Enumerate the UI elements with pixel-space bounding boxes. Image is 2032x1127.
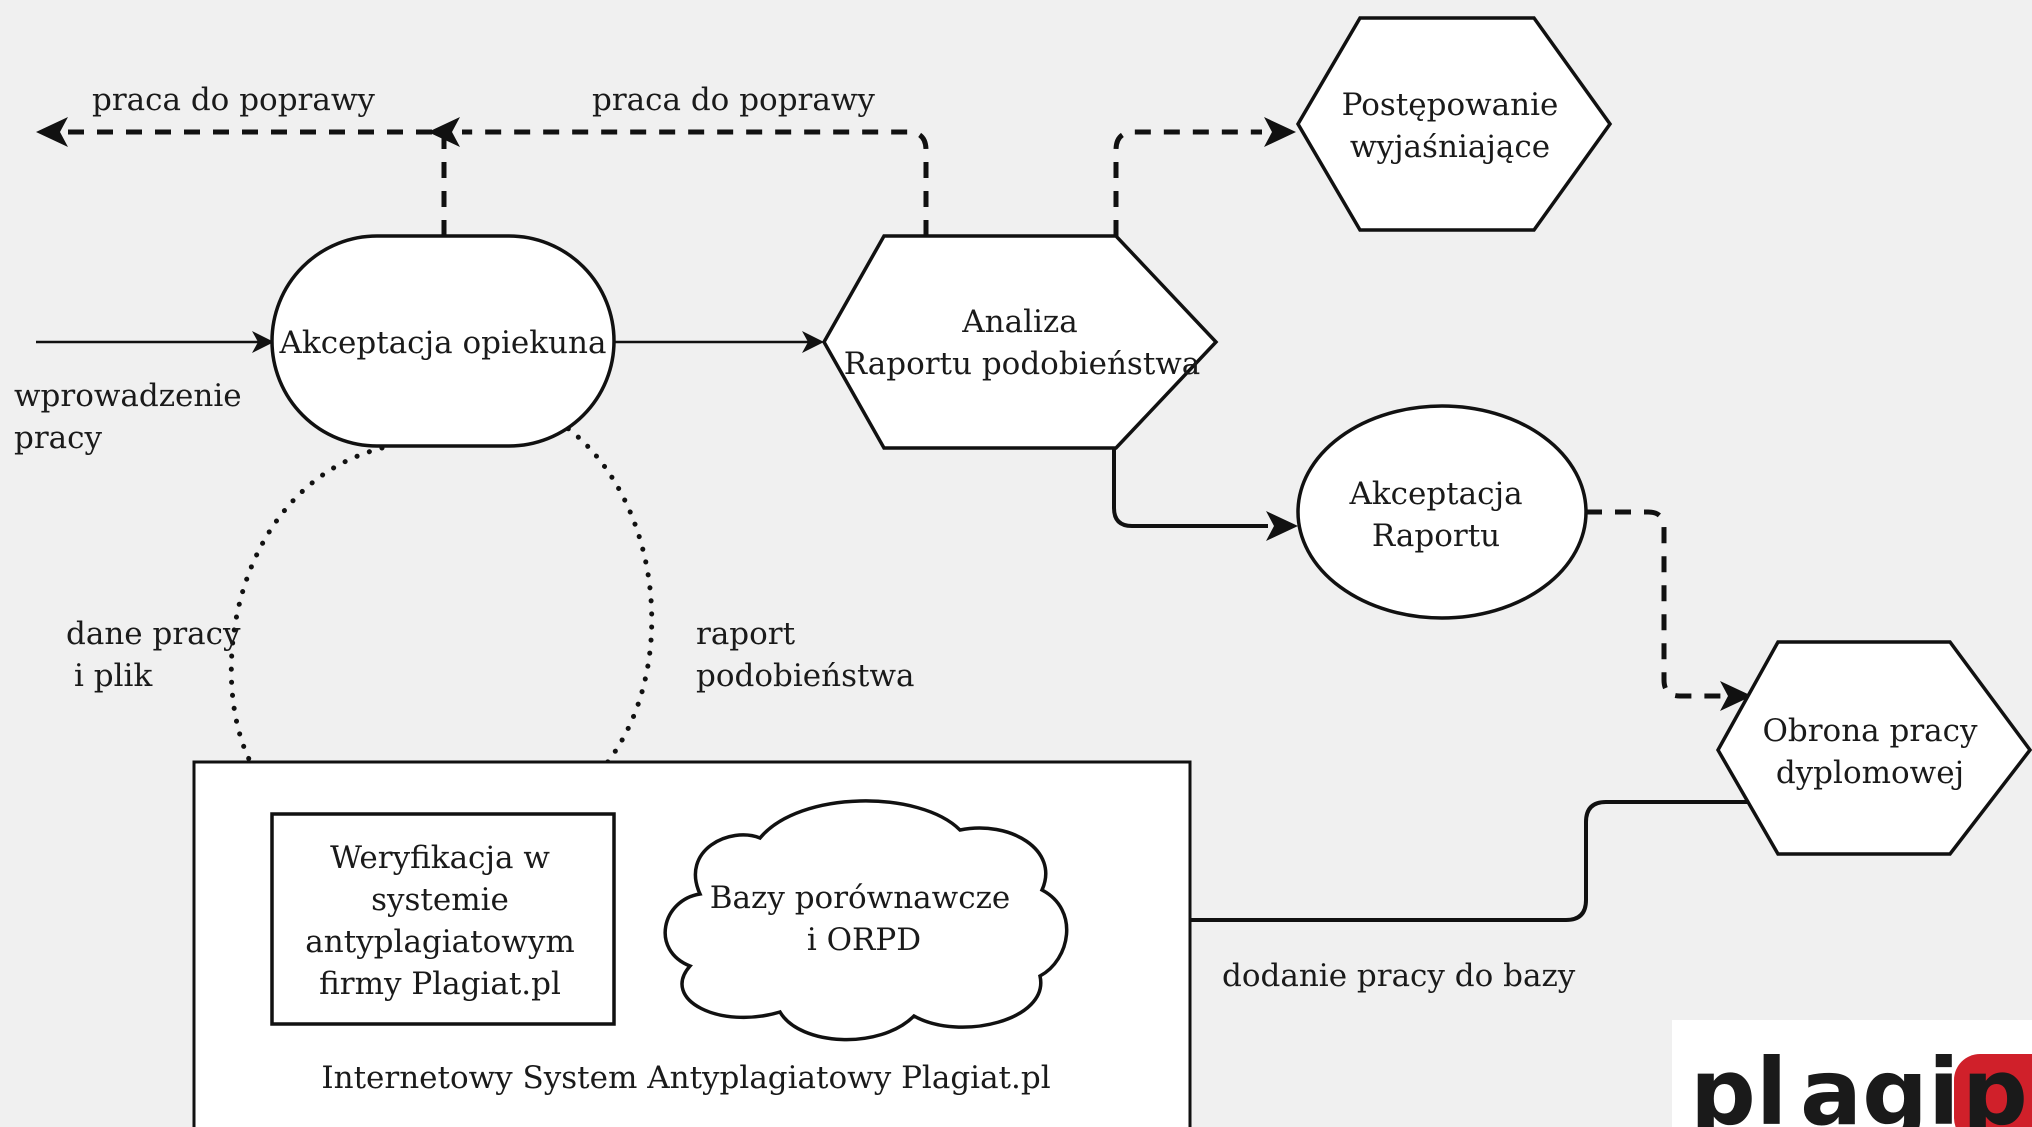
label-raport-2: podobieństwa [696, 658, 914, 694]
arrowhead-wprowadzenie [252, 331, 274, 353]
node-akceptacja-opiekuna-label: Akceptacja opiekuna [279, 325, 607, 361]
plagiat-logo: pl agiat pl [1672, 1020, 2032, 1127]
connector-analiza-postepowanie [1113, 129, 1262, 236]
connector-obrona-bazy [1064, 800, 1754, 922]
logo-badge-text: pl [1962, 1039, 2032, 1127]
node-analiza [821, 234, 1219, 450]
node-weryfikacja [270, 812, 616, 1026]
label-praca-do-poprawy-left: praca do poprawy [92, 82, 375, 118]
connector-analiza-akceptacja [1112, 446, 1268, 528]
arrowhead-opiekun-analiza [802, 331, 824, 353]
label-dodanie: dodanie pracy do bazy [1222, 958, 1576, 994]
label-raport-1: raport [696, 616, 796, 652]
logo-text-pl: pl [1690, 1039, 1787, 1127]
node-weryfikacja-label-1: Weryfikacja w [330, 840, 550, 876]
node-weryfikacja-label-4: firmy Plagiat.pl [319, 966, 561, 1002]
arrowhead-opiekun-poprawa [36, 117, 68, 147]
node-obrona [1715, 640, 2032, 856]
connector-analiza-poprawa [462, 129, 929, 236]
arrowhead-analiza-akceptacja [1266, 511, 1298, 541]
system-container-label: Internetowy System Antyplagiatowy Plagia… [321, 1060, 1050, 1096]
arrowhead-akceptacja-obrona [1720, 681, 1752, 711]
logo-badge [1954, 1054, 2032, 1127]
node-akceptacja-opiekuna [270, 234, 616, 448]
node-akceptacja-raportu-label-1: Akceptacja [1348, 476, 1522, 512]
node-akceptacja-raportu [1296, 404, 1588, 620]
label-praca-do-poprawy-right: praca do poprawy [592, 82, 875, 118]
node-bazy [663, 799, 1069, 1042]
node-obrona-label-1: Obrona pracy [1762, 713, 1978, 749]
node-weryfikacja-label-3: antyplagiatowym [305, 924, 574, 960]
connector-raport [545, 417, 655, 815]
label-wprowadzenie-1: wprowadzenie [14, 378, 242, 414]
node-postepowanie-label-2: wyjaśniające [1350, 129, 1550, 165]
label-dane-pracy-1: dane pracy [66, 616, 241, 652]
arrowhead-analiza-poprawa [428, 117, 460, 147]
connector-akceptacja-obrona [1586, 509, 1722, 699]
node-bazy-label-2: i ORPD [807, 922, 921, 958]
node-postepowanie [1295, 16, 1613, 232]
arrowhead-analiza-postepowanie [1264, 117, 1296, 147]
node-weryfikacja-label-2: systemie [371, 882, 509, 918]
connector-dane-pracy [228, 445, 385, 815]
connector-opiekun-poprawa [68, 129, 447, 236]
node-akceptacja-raportu-label-2: Raportu [1372, 518, 1500, 554]
node-postepowanie-label-1: Postępowanie [1342, 87, 1559, 123]
label-wprowadzenie-2: pracy [14, 420, 103, 456]
node-bazy-label-1: Bazy porównawcze [710, 880, 1011, 916]
node-analiza-label-1: Analiza [961, 304, 1077, 340]
node-analiza-label-2: Raportu podobieństwa [844, 346, 1201, 382]
node-obrona-label-2: dyplomowej [1776, 755, 1964, 791]
label-dane-pracy-2: i plik [74, 658, 152, 694]
